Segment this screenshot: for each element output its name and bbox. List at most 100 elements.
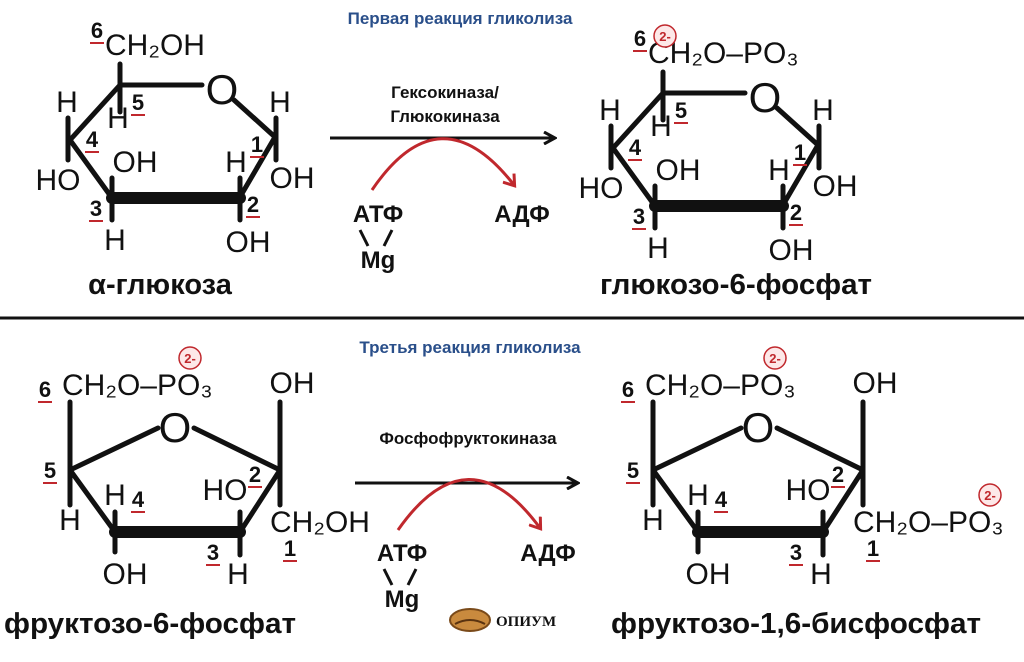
bond xyxy=(774,105,821,148)
adp-label: АДФ xyxy=(494,201,550,228)
cofactor-curved-arrow xyxy=(370,137,514,191)
charge-label: 2- xyxy=(184,351,196,366)
atom-label: O xyxy=(742,404,775,451)
bond xyxy=(191,425,283,473)
bond xyxy=(610,90,666,151)
carbon-number: 2 xyxy=(249,462,261,487)
reaction1-title: Первая реакция гликолиза xyxy=(348,9,573,28)
bond xyxy=(237,467,283,535)
atom-label: O xyxy=(159,404,192,451)
carbon-number: 5 xyxy=(675,98,687,123)
atom-label: H xyxy=(768,154,790,187)
bond xyxy=(774,425,866,473)
logo-text: ОПИУМ xyxy=(496,614,556,630)
atom-label: H xyxy=(56,86,78,119)
enzyme-label: Фосфофруктокиназа xyxy=(379,429,557,448)
carbon-number: 3 xyxy=(90,196,102,221)
atom-label: H xyxy=(227,558,249,591)
atom-label: H xyxy=(104,479,126,512)
molecule-name: фруктозо-6-фосфат xyxy=(4,608,296,640)
bond xyxy=(67,82,123,143)
atom-label: H xyxy=(225,146,247,179)
atom-label: H xyxy=(104,224,126,257)
bond xyxy=(67,137,115,201)
mg-bond xyxy=(406,568,418,586)
carbon-number: 2 xyxy=(790,200,802,225)
carbon-number: 6 xyxy=(91,18,103,43)
atom-label: H xyxy=(650,110,672,143)
atom-label: OH xyxy=(813,170,858,203)
charge-circle xyxy=(653,24,677,48)
atom-label: CH₂O–PO₃ xyxy=(853,506,1004,539)
carbon-number: 4 xyxy=(86,127,99,152)
atom-label: H xyxy=(269,86,291,119)
carbon-number: 4 xyxy=(629,135,642,160)
charge-label: 2- xyxy=(769,351,781,366)
carbon-number: 3 xyxy=(790,540,802,565)
reaction3-title: Третья реакция гликолиза xyxy=(359,338,581,357)
charge-circle xyxy=(763,346,787,370)
atom-label: H xyxy=(810,558,832,591)
mg-bond xyxy=(382,568,394,586)
bond xyxy=(67,425,161,473)
atom-label: OH xyxy=(113,146,158,179)
bond xyxy=(780,142,821,208)
atom-label: CH₂O–PO₃ xyxy=(62,369,213,402)
charge-label: 2- xyxy=(984,488,996,503)
carbon-number: 3 xyxy=(633,204,645,229)
carbon-number: 5 xyxy=(132,90,144,115)
mg-label: Mg xyxy=(361,247,396,274)
bond xyxy=(610,145,658,209)
carbon-number: 2 xyxy=(832,462,844,487)
opium-logo: ОПИУМ xyxy=(449,608,556,632)
atom-label: OH xyxy=(686,558,731,591)
bond xyxy=(231,97,278,140)
enzyme-label-line2: Глюкокиназа xyxy=(390,107,500,126)
carbon-number: 4 xyxy=(715,487,728,512)
atom-label: H xyxy=(59,504,81,537)
carbon-number: 5 xyxy=(44,458,56,483)
carbon-number: 5 xyxy=(627,458,639,483)
atp-label: АТФ xyxy=(353,201,403,228)
carbon-number: 1 xyxy=(867,536,879,561)
carbon-number: 3 xyxy=(207,540,219,565)
atom-label: HO xyxy=(786,474,831,507)
atom-label: H xyxy=(107,102,129,135)
mg-bond xyxy=(382,229,394,247)
atom-label: H xyxy=(687,479,709,512)
atom-label: HO xyxy=(203,474,248,507)
mg-bond xyxy=(358,229,370,247)
reaction1-arrow-group: Гексокиназа/ Глюкокиназа АТФ АДФ Mg xyxy=(330,83,555,274)
bond xyxy=(237,134,278,200)
charge-circle xyxy=(178,346,202,370)
bond xyxy=(67,467,118,535)
atom-label: OH xyxy=(853,367,898,400)
atom-label: H xyxy=(599,94,621,127)
atom-label: CH₂O–PO₃ xyxy=(645,369,796,402)
adp-label: АДФ xyxy=(520,540,576,567)
cofactor-curved-arrow xyxy=(396,478,540,530)
carbon-number: 6 xyxy=(622,377,634,402)
atom-label: OH xyxy=(270,367,315,400)
carbon-number: 6 xyxy=(634,26,646,51)
logo-mouse-detail xyxy=(454,619,486,625)
enzyme-label-line1: Гексокиназа/ xyxy=(391,83,499,102)
atom-label: OH xyxy=(656,154,701,187)
atom-label: O xyxy=(206,66,239,113)
atom-label: CH₂OH xyxy=(270,506,370,539)
molecule-name: фруктозо-1,6-бисфосфат xyxy=(611,608,981,640)
carbon-number: 1 xyxy=(251,132,263,157)
atom-label: OH xyxy=(270,162,315,195)
carbon-number: 2 xyxy=(247,192,259,217)
charge-circle xyxy=(978,483,1002,507)
atom-label: CH₂OH xyxy=(105,29,205,62)
carbon-number: 1 xyxy=(284,536,296,561)
molecule-name: α-глюкоза xyxy=(88,269,233,301)
atom-label: H xyxy=(642,504,664,537)
